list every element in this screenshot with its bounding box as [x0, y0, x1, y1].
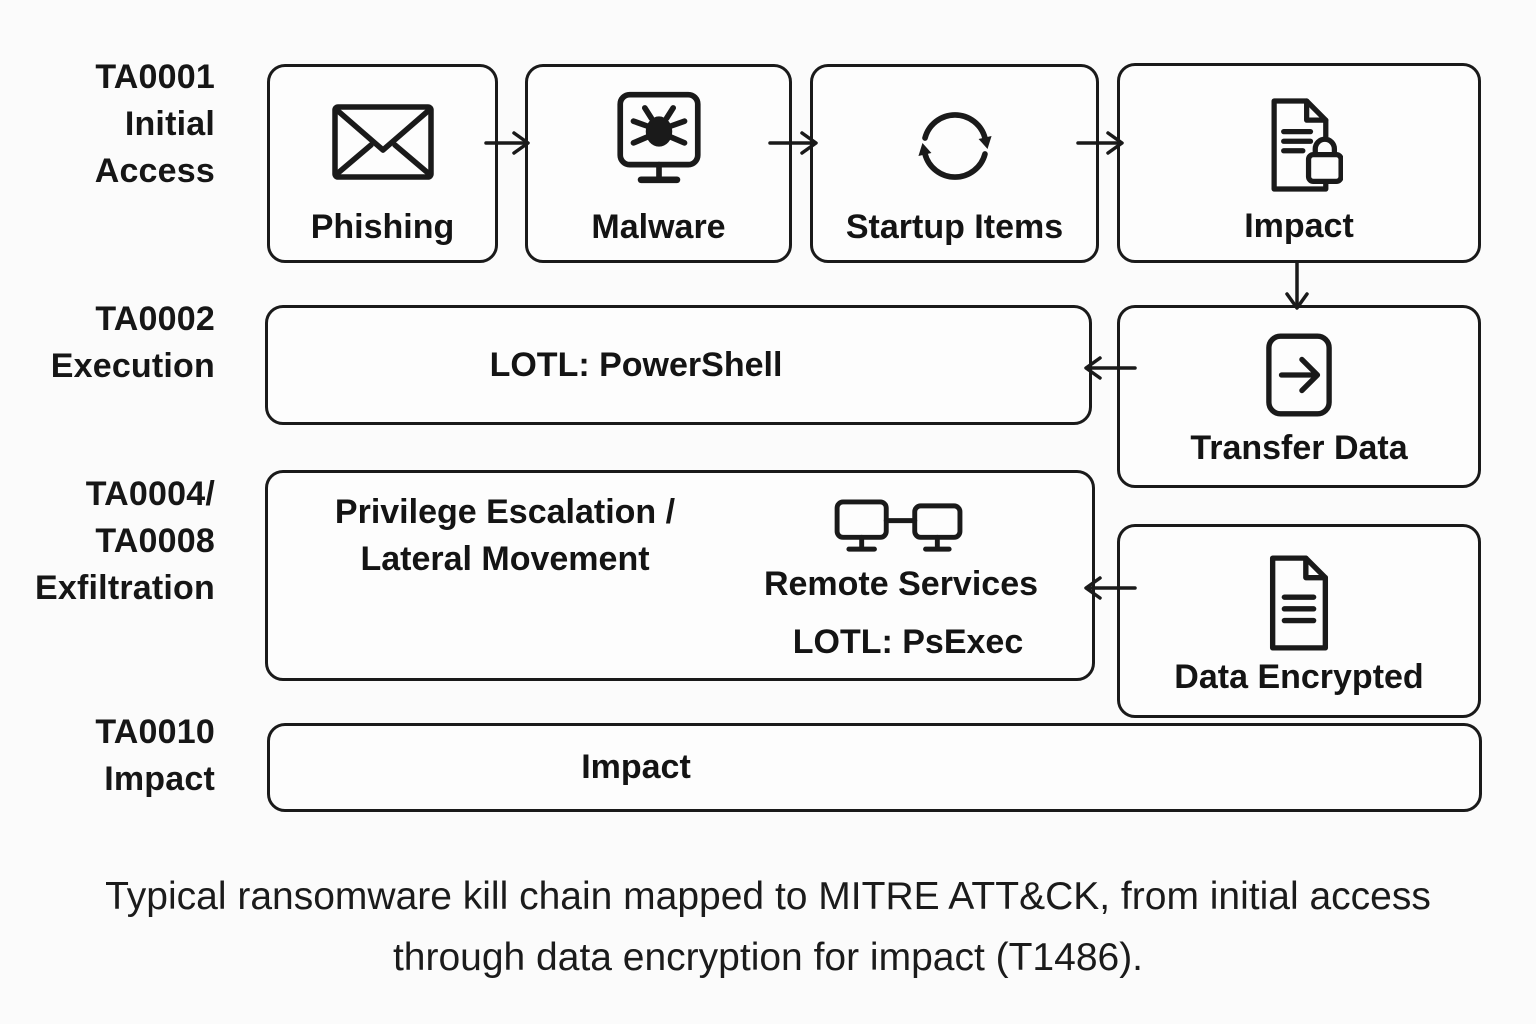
- node-transfer-data: Transfer Data: [1117, 305, 1481, 488]
- privilege-escalation-label: Privilege Escalation / Lateral Movement: [295, 489, 715, 583]
- tactic-label-ta0002: TA0002 Execution: [0, 296, 215, 390]
- tactic-label-line: TA0004/: [85, 475, 215, 513]
- computer-bug-icon: [616, 91, 701, 184]
- document-icon: [1269, 555, 1329, 651]
- node-label: Malware: [591, 208, 726, 246]
- lotl-psexec-label: LOTL: PsExec: [792, 623, 1024, 661]
- node-label: Startup Items: [845, 208, 1064, 246]
- node-startup-items: Startup Items: [810, 64, 1099, 263]
- envelope-icon: [331, 104, 434, 180]
- node-data-encrypted: Data Encrypted: [1117, 524, 1481, 718]
- tactic-label-line: Initial: [124, 105, 215, 143]
- tactic-label-ta0001: TA0001 Initial Access: [0, 54, 215, 195]
- tactic-label-ta0004-ta0008: TA0004/ TA0008 Exfiltration: [0, 471, 215, 612]
- tactic-label-line: Exfiltration: [35, 569, 215, 607]
- node-label: Data Encrypted: [1174, 658, 1424, 696]
- tactic-label-line: Execution: [50, 347, 215, 385]
- privilege-line1: Privilege Escalation /: [334, 493, 676, 531]
- networked-computers-icon: [834, 499, 963, 552]
- remote-services-label: Remote Services: [763, 565, 1039, 603]
- node-impact-top: Impact: [1117, 63, 1481, 263]
- document-lock-icon: [1271, 98, 1343, 192]
- refresh-cycle-icon: [917, 112, 992, 180]
- tactic-label-line: TA0001: [95, 58, 215, 96]
- node-impact-bottom: Impact: [267, 723, 1482, 812]
- node-lotl-powershell: LOTL: PowerShell: [265, 305, 1092, 425]
- tactic-label-line: TA0002: [95, 300, 215, 338]
- tactic-label-line: Access: [94, 152, 215, 190]
- tactic-label-ta0010: TA0010 Impact: [0, 709, 215, 803]
- node-privilege-lateral: Privilege Escalation / Lateral Movement …: [265, 470, 1095, 681]
- node-label: Phishing: [310, 208, 455, 246]
- node-label: LOTL: PowerShell: [489, 345, 783, 384]
- node-label: Impact: [1244, 207, 1354, 245]
- arrow-impact-to-transfer: [1285, 260, 1309, 310]
- node-label: Impact: [581, 748, 691, 786]
- caption-line1: Typical ransomware kill chain mapped to …: [105, 875, 1431, 918]
- export-arrow-icon: [1266, 333, 1332, 417]
- caption-line2: through data encryption for impact (T148…: [392, 936, 1144, 979]
- node-phishing: Phishing: [267, 64, 498, 263]
- tactic-label-line: Impact: [104, 760, 215, 798]
- tactic-label-line: TA0010: [95, 713, 215, 751]
- privilege-line2: Lateral Movement: [360, 540, 650, 578]
- tactic-label-line: TA0008: [95, 522, 215, 560]
- figure-caption: Typical ransomware kill chain mapped to …: [0, 866, 1536, 988]
- node-malware: Malware: [525, 64, 792, 263]
- node-label: Transfer Data: [1190, 429, 1408, 467]
